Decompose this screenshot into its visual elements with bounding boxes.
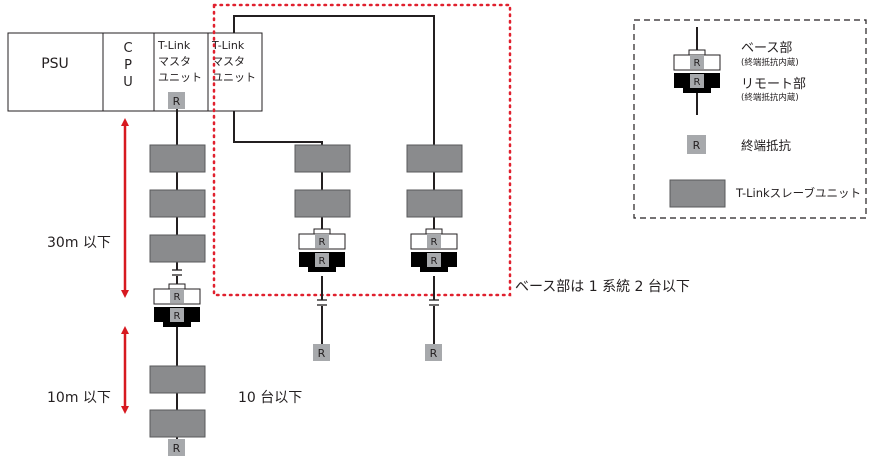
cable-break-marks [172,269,439,306]
legend-base-title: ベース部 [741,41,792,56]
slave-unit [406,189,463,218]
base-unit: R [153,283,201,305]
slave-unit [294,189,351,218]
master-terminator [168,92,185,109]
master2-line1: T-Link [211,39,245,52]
master-terminator-label: R [173,95,181,108]
slave-unit [149,409,206,438]
label-10-units: 10 台以下 [238,390,302,406]
label-10m: 10m 以下 [47,390,111,406]
legend-remote-title: リモート部 [741,77,806,92]
remote-unit: R [154,307,200,327]
label-base-limit: ベース部は 1 系統 2 台以下 [515,279,690,295]
legend-box [633,19,867,219]
legend-remote-note: (終端抵抗内蔵) [741,92,799,103]
svg-text:R: R [431,256,438,267]
svg-text:R: R [174,292,181,303]
legend-remote-icon: R [674,73,720,93]
slave-unit [149,144,206,173]
legend-slave-label: T-Linkスレーブユニット [735,186,861,200]
plc-rack: PSU C P U T-Link マスタ ユニット T-Link マスタ ユニッ… [7,32,263,112]
svg-text:R: R [174,311,181,322]
svg-text:R: R [173,442,181,455]
legend-base-note: (終端抵抗内蔵) [741,57,799,68]
psu-module [7,32,104,112]
slave-unit [149,189,206,218]
base-unit: R [410,228,458,250]
cpu-label-u: U [123,75,133,90]
legend-terminator-label: 終端抵抗 [741,138,792,153]
base-unit: R [298,228,346,250]
slave-units [149,144,463,438]
base-limit-boundary [212,3,512,297]
svg-text:R: R [431,237,438,248]
remote-unit: R [411,252,457,272]
slave-unit [149,234,206,263]
svg-text:R: R [694,58,701,69]
terminator: R [425,344,442,361]
legend: R R ベース部 (終端抵抗内蔵) リモート部 (終端抵抗内蔵) R 終端抵抗 … [633,19,867,219]
legend-base-icon: R [673,49,721,71]
terminator: R [168,439,185,456]
master2-line2: マスタ [212,55,245,68]
svg-text:R: R [694,77,701,88]
label-30m: 30m 以下 [47,235,111,251]
master1-line2: マスタ [158,55,191,68]
svg-text:R: R [319,237,326,248]
legend-slave-icon [669,179,726,208]
terminator: R [313,344,330,361]
slave-unit [294,144,351,173]
slave-unit [406,144,463,173]
svg-text:R: R [318,347,326,360]
svg-text:R: R [430,347,438,360]
remote-unit: R [299,252,345,272]
slave-unit [149,365,206,394]
svg-text:R: R [319,256,326,267]
cpu-module [102,32,155,112]
cpu-label-p: P [124,58,132,73]
master1-line3: ユニット [158,71,202,84]
master2-line3: ユニット [212,71,256,84]
master1-line1: T-Link [157,39,191,52]
legend-terminator-icon: R [687,135,706,154]
psu-label: PSU [41,56,69,72]
svg-text:R: R [693,139,701,152]
cpu-label-c: C [123,41,132,56]
